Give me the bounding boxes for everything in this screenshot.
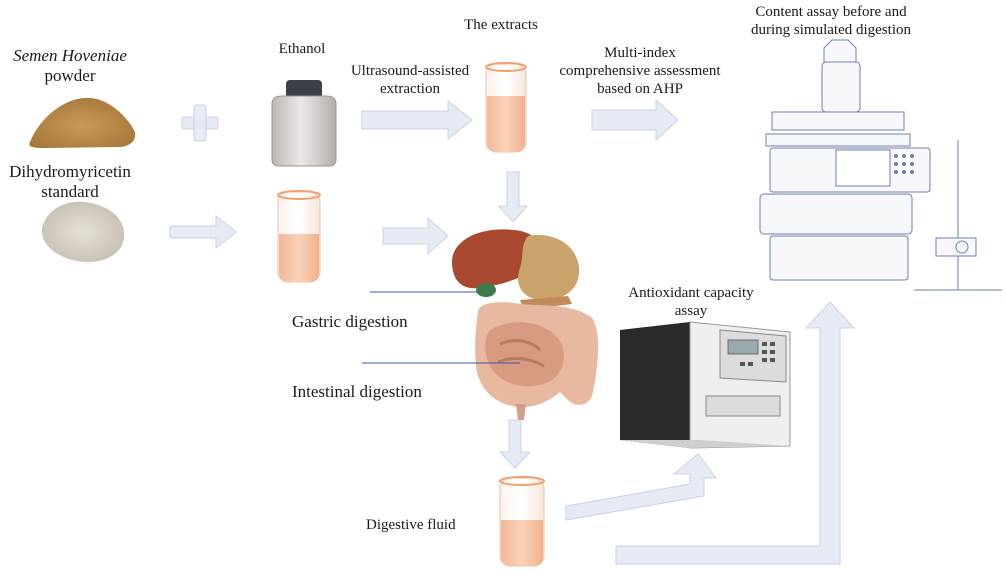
- raw-material-suffix: powder: [44, 66, 96, 85]
- arrow-fluid-to-content-assay: [615, 301, 856, 565]
- assessment-label: Multi-index comprehensive assessment bas…: [532, 44, 748, 98]
- standard-line-2: standard: [41, 182, 99, 201]
- extraction-line-1: Ultrasound-assisted: [350, 63, 470, 79]
- assessment-line-3: based on AHP: [597, 81, 683, 97]
- extract-tube-icon: [485, 62, 527, 153]
- ethanol-bottle-icon: [271, 80, 337, 167]
- dihydromyricetin-powder-icon: [41, 201, 125, 262]
- content-line-2: during simulated digestion: [751, 22, 911, 38]
- standard-label: Dihydromyricetin standard: [0, 162, 140, 202]
- arrow-fluid-to-antioxidant: [565, 453, 717, 521]
- extraction-line-2: extraction: [380, 81, 440, 97]
- assessment-line-1: Multi-index: [604, 45, 676, 61]
- digestive-system-icon: [452, 229, 599, 420]
- intestinal-digestion-label: Intestinal digestion: [292, 382, 422, 401]
- raw-material-name: Semen Hoveniae: [13, 46, 127, 65]
- spectrophotometer-icon: [620, 321, 791, 449]
- arrow-tube-to-digestion: [382, 216, 449, 256]
- arrow-powder-to-tube: [169, 214, 237, 250]
- extracts-label: The extracts: [464, 17, 538, 33]
- content-assay-label: Content assay before and during simulate…: [716, 3, 946, 39]
- arrow-extracts-to-assessment: [591, 98, 679, 142]
- raw-material-label: Semen Hoveniae powder: [4, 46, 136, 86]
- standard-solution-tube-icon: [277, 190, 321, 283]
- antioxidant-line-1: Antioxidant capacity: [628, 285, 754, 301]
- gastric-digestion-label: Gastric digestion: [292, 312, 408, 331]
- plus-icon: [181, 104, 219, 142]
- standard-line-1: Dihydromyricetin: [9, 162, 131, 181]
- assessment-line-2: comprehensive assessment: [559, 63, 721, 79]
- arrow-digestion-down: [498, 419, 532, 469]
- ethanol-label: Ethanol: [278, 41, 326, 57]
- extraction-label: Ultrasound-assisted extraction: [330, 62, 490, 98]
- digestive-fluid-tube-icon: [499, 476, 545, 567]
- hplc-instrument-icon: [759, 39, 1002, 291]
- arrow-extracts-down: [497, 171, 529, 223]
- digestive-fluid-label: Digestive fluid: [366, 517, 456, 533]
- antioxidant-line-2: assay: [674, 303, 708, 319]
- content-line-1: Content assay before and: [755, 4, 907, 20]
- arrow-ethanol-to-extracts: [361, 99, 473, 141]
- antioxidant-label: Antioxidant capacity assay: [596, 284, 786, 320]
- semen-hoveniae-powder-icon: [29, 97, 136, 148]
